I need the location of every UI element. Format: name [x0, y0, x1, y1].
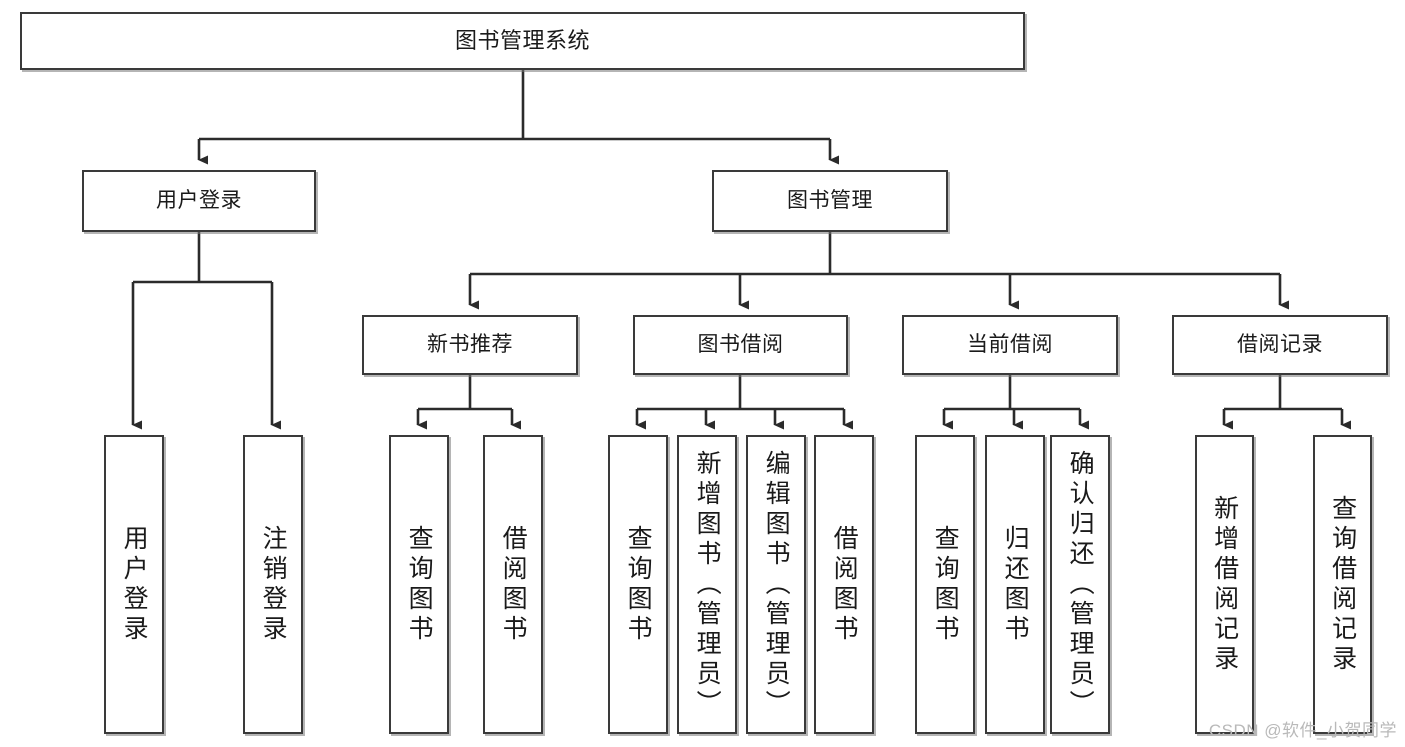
node-label: 借阅记录 — [1237, 333, 1323, 357]
node-label: 借阅图书 — [830, 524, 859, 645]
node-label: 新增借阅记录 — [1210, 494, 1239, 675]
leaf-query-book-borrow[interactable]: 查询图书 — [608, 435, 668, 734]
leaf-borrow-book[interactable]: 借阅图书 — [814, 435, 874, 734]
node-label: 查询图书 — [624, 524, 653, 645]
node-label: 新增图书（管理员） — [693, 449, 722, 720]
leaf-query-book-recommend[interactable]: 查询图书 — [389, 435, 449, 734]
leaf-edit-book-admin[interactable]: 编辑图书（管理员） — [746, 435, 806, 734]
node-new-book-recommend[interactable]: 新书推荐 — [362, 315, 578, 375]
leaf-confirm-return-admin[interactable]: 确认归还（管理员） — [1050, 435, 1110, 734]
node-user-login[interactable]: 用户登录 — [82, 170, 316, 232]
node-label: 确认归还（管理员） — [1066, 449, 1095, 720]
leaf-logout[interactable]: 注销登录 — [243, 435, 303, 734]
node-label: 查询图书 — [931, 524, 960, 645]
node-label: 用户登录 — [120, 524, 149, 645]
node-label: 查询图书 — [405, 524, 434, 645]
node-current-borrow[interactable]: 当前借阅 — [902, 315, 1118, 375]
node-book-borrow[interactable]: 图书借阅 — [633, 315, 848, 375]
node-label: 图书借阅 — [697, 333, 784, 357]
leaf-borrow-book-recommend[interactable]: 借阅图书 — [483, 435, 543, 734]
node-label: 归还图书 — [1001, 524, 1030, 645]
node-label: 编辑图书（管理员） — [762, 449, 791, 720]
node-label: 新书推荐 — [427, 333, 513, 357]
leaf-add-borrow-record[interactable]: 新增借阅记录 — [1195, 435, 1254, 734]
node-label: 查询借阅记录 — [1328, 494, 1357, 675]
node-label: 借阅图书 — [499, 524, 528, 645]
node-label: 注销登录 — [259, 524, 288, 645]
node-label: 用户登录 — [156, 189, 242, 213]
node-label: 图书管理系统 — [454, 27, 590, 53]
node-root-book-management-system[interactable]: 图书管理系统 — [20, 12, 1025, 70]
leaf-add-book-admin[interactable]: 新增图书（管理员） — [677, 435, 737, 734]
leaf-query-book-current[interactable]: 查询图书 — [915, 435, 975, 734]
node-borrow-record[interactable]: 借阅记录 — [1172, 315, 1388, 375]
leaf-query-borrow-record[interactable]: 查询借阅记录 — [1313, 435, 1372, 734]
leaf-return-book[interactable]: 归还图书 — [985, 435, 1045, 734]
node-label: 当前借阅 — [967, 333, 1053, 357]
node-label: 图书管理 — [787, 189, 873, 213]
leaf-user-login[interactable]: 用户登录 — [104, 435, 164, 734]
node-book-management[interactable]: 图书管理 — [712, 170, 948, 232]
